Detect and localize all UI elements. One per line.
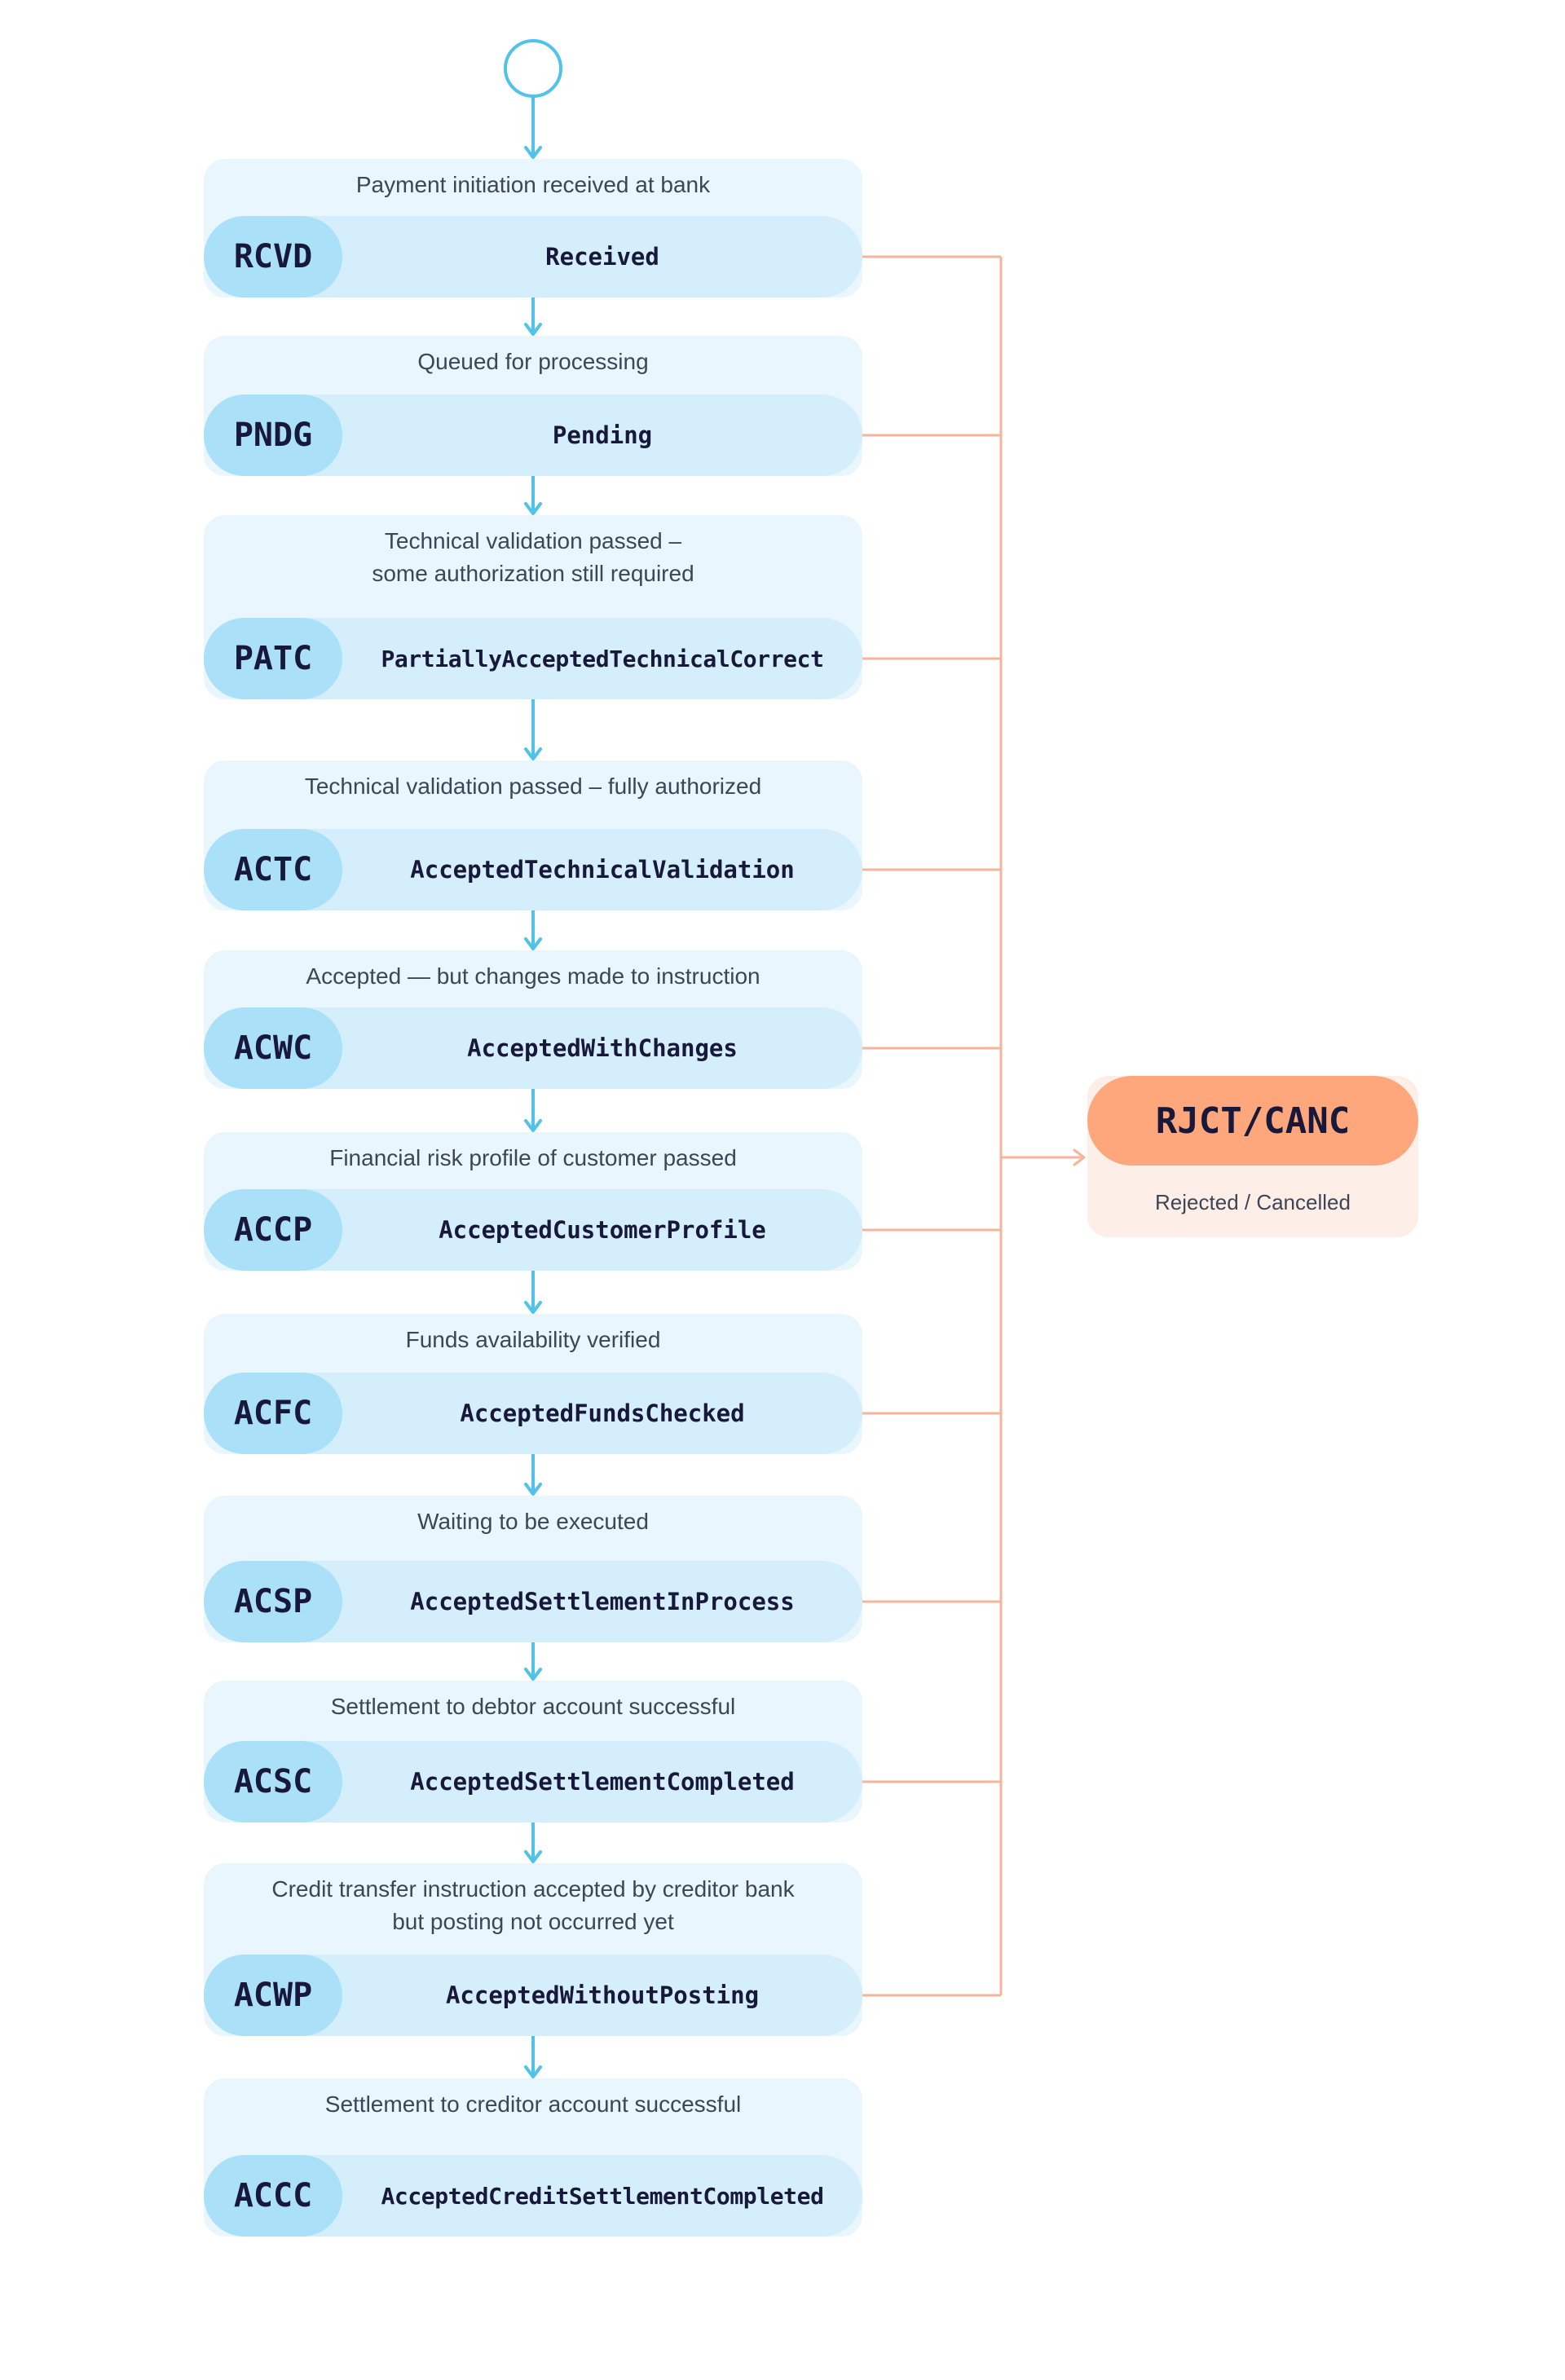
status-description: Settlement to debtor account successful [330, 1694, 736, 1719]
status-card-patc[interactable]: Technical validation passed – some autho… [204, 515, 862, 699]
status-description: Accepted — but changes made to instructi… [306, 963, 760, 989]
reject-arrow-head [1073, 1148, 1086, 1166]
status-code: ACSP [204, 1561, 342, 1642]
status-code: PATC [204, 618, 342, 699]
status-pill[interactable]: ACTC AcceptedTechnicalValidation [204, 829, 862, 910]
flow-arrow-8-head [524, 1668, 542, 1681]
status-pill[interactable]: ACSP AcceptedSettlementInProcess [204, 1561, 862, 1642]
flow-arrow-start-head [524, 146, 542, 159]
start-node [504, 39, 562, 98]
status-pill[interactable]: ACCP AcceptedCustomerProfile [204, 1189, 862, 1271]
status-code: ACFC [204, 1373, 342, 1454]
status-description: Credit transfer instruction accepted by … [271, 1876, 795, 1934]
flow-arrow-10-head [524, 2065, 542, 2078]
status-pill[interactable]: PNDG Pending [204, 394, 862, 476]
status-description: Financial risk profile of customer passe… [329, 1145, 737, 1170]
status-card-accp[interactable]: Financial risk profile of customer passe… [204, 1132, 862, 1271]
status-description: Payment initiation received at bank [355, 172, 711, 197]
status-code: ACWP [204, 1955, 342, 2036]
status-code: ACTC [204, 829, 342, 910]
status-card-actc[interactable]: Technical validation passed – fully auth… [204, 760, 862, 910]
flow-arrow-7-head [524, 1483, 542, 1496]
status-pill[interactable]: RCVD Received [204, 216, 862, 298]
status-pill[interactable]: ACSC AcceptedSettlementCompleted [204, 1741, 862, 1822]
status-code: ACSC [204, 1741, 342, 1822]
status-code: PNDG [204, 394, 342, 476]
status-name: AcceptedTechnicalValidation [410, 856, 795, 884]
status-code: ACCC [204, 2155, 342, 2237]
status-pill[interactable]: ACWP AcceptedWithoutPosting [204, 1955, 862, 2036]
status-card-accc[interactable]: Settlement to creditor account successfu… [204, 2078, 862, 2237]
flow-arrow-1-head [524, 323, 542, 336]
status-name: AcceptedWithChanges [467, 1034, 738, 1062]
status-code: ACWC [204, 1007, 342, 1089]
status-name: AcceptedWithoutPosting [445, 1981, 760, 2009]
status-description: Technical validation passed – some autho… [372, 528, 694, 586]
status-code: ACCP [204, 1189, 342, 1271]
flow-arrow-4-head [524, 937, 542, 950]
status-pill[interactable]: ACCC AcceptedCreditSettlementCompleted [204, 2155, 862, 2237]
status-pill[interactable]: ACWC AcceptedWithChanges [204, 1007, 862, 1089]
status-name: PartiallyAcceptedTechnicalCorrect [381, 645, 824, 672]
status-description: Settlement to creditor account successfu… [324, 2091, 742, 2117]
status-name: Pending [552, 421, 653, 449]
status-card-acwp[interactable]: Credit transfer instruction accepted by … [204, 1863, 862, 2036]
status-description: Technical validation passed – fully auth… [304, 774, 762, 799]
status-description: Queued for processing [417, 349, 649, 374]
status-description: Funds availability verified [405, 1327, 661, 1352]
flow-arrow-9-head [524, 1850, 542, 1863]
flow-arrow-5-head [524, 1119, 542, 1132]
status-card-acwc[interactable]: Accepted — but changes made to instructi… [204, 950, 862, 1089]
status-code: RCVD [204, 216, 342, 298]
status-pill[interactable]: ACFC AcceptedFundsChecked [204, 1373, 862, 1454]
flow-arrow-6-head [524, 1301, 542, 1314]
reject-node[interactable]: RJCT/CANC Rejected / Cancelled [1087, 1076, 1418, 1237]
status-pill[interactable]: PATC PartiallyAcceptedTechnicalCorrect [204, 618, 862, 699]
reject-code-pill: RJCT/CANC [1087, 1076, 1418, 1166]
flow-arrow-3-head [524, 747, 542, 760]
status-name: AcceptedSettlementCompleted [410, 1768, 795, 1796]
status-description: Waiting to be executed [417, 1509, 649, 1534]
status-name: AcceptedCustomerProfile [439, 1216, 766, 1244]
status-name: AcceptedFundsChecked [460, 1399, 745, 1427]
status-name: AcceptedCreditSettlementCompleted [381, 2182, 824, 2210]
status-name: Received [545, 243, 659, 271]
status-name: AcceptedSettlementInProcess [410, 1588, 795, 1615]
reject-label: Rejected / Cancelled [1155, 1190, 1351, 1214]
flow-arrow-2-head [524, 502, 542, 515]
